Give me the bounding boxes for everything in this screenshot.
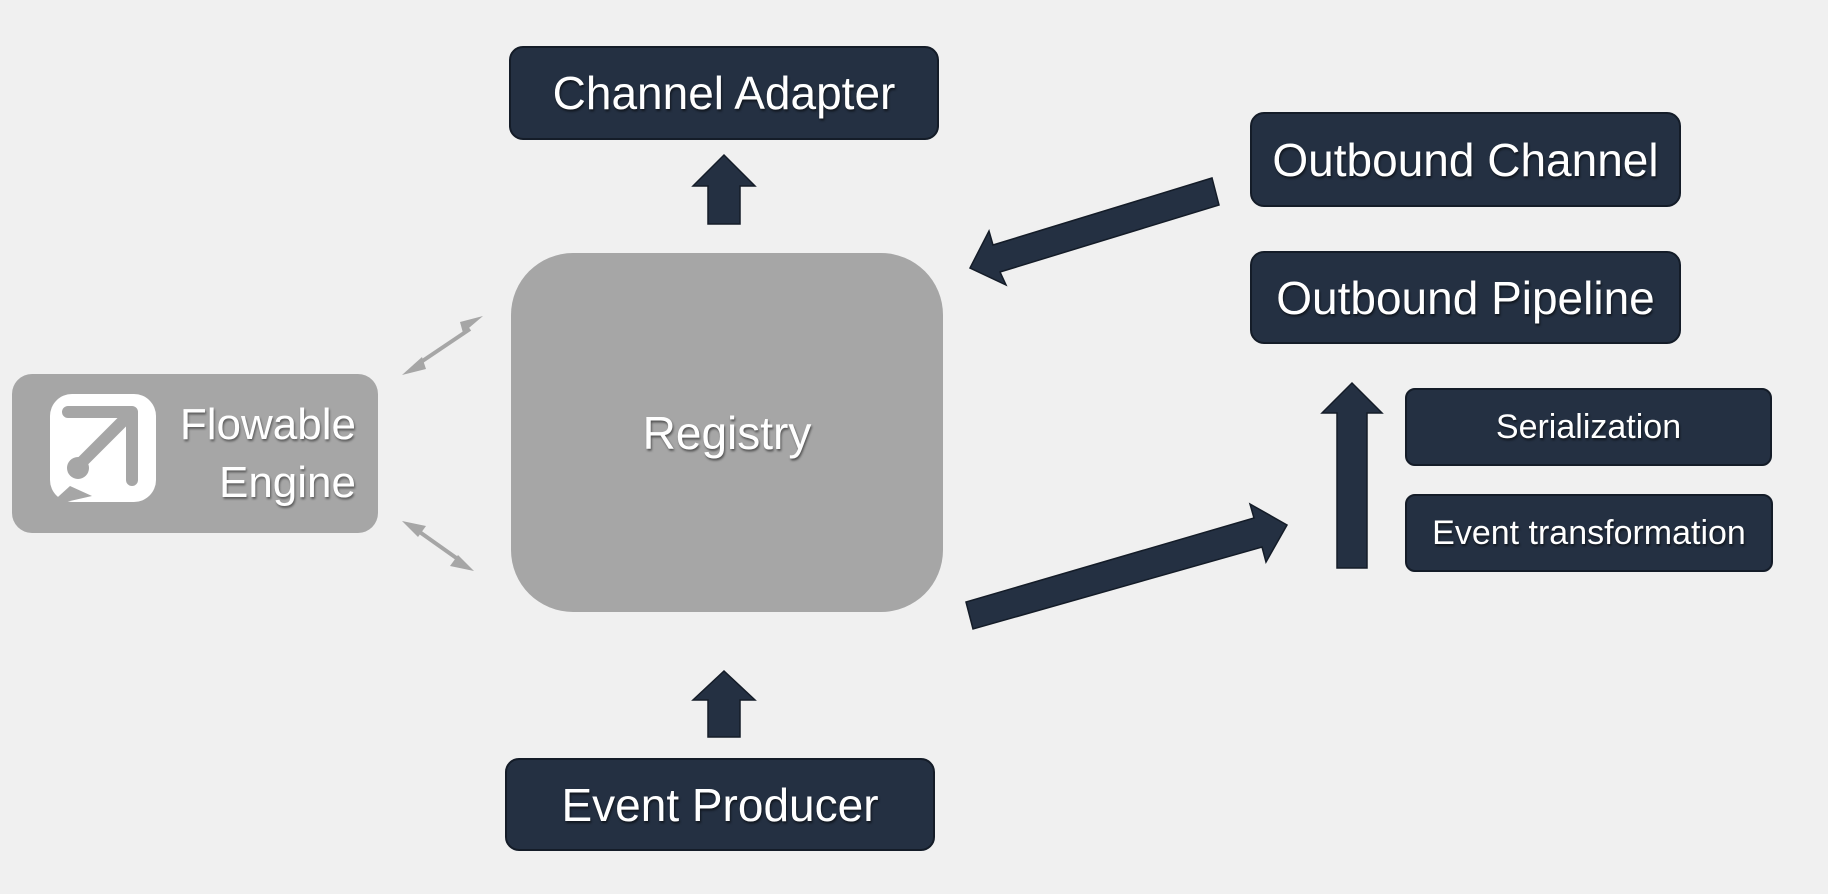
flowable-engine-box: Flowable Engine [12, 374, 378, 533]
double-arrow-engine-registry-upper [402, 316, 483, 375]
arrow-registry-to-outbound [965, 502, 1289, 630]
registry-label: Registry [642, 406, 812, 459]
outbound-channel-box: Outbound Channel [1250, 112, 1681, 207]
outbound-pipeline-label: Outbound Pipeline [1276, 271, 1655, 324]
registry-box: Registry [511, 253, 943, 612]
flowable-engine-line2: Engine [218, 458, 356, 507]
event-transformation-label: Event transformation [1432, 513, 1746, 552]
flowable-engine-line1: Flowable [179, 400, 356, 449]
serialization-box: Serialization [1405, 388, 1772, 466]
flowable-engine-label: Flowable Engine [180, 396, 356, 512]
outbound-channel-label: Outbound Channel [1272, 133, 1659, 186]
arrow-event-producer-to-registry [691, 669, 757, 738]
event-producer-label: Event Producer [561, 778, 879, 831]
channel-adapter-label: Channel Adapter [552, 67, 896, 119]
flowable-logo-icon [48, 394, 156, 506]
outbound-pipeline-box: Outbound Pipeline [1250, 251, 1681, 344]
arrow-registry-to-channel-adapter [691, 153, 757, 225]
event-producer-box: Event Producer [505, 758, 935, 851]
arrow-outbound-channel-to-registry [968, 177, 1220, 287]
double-arrow-engine-registry-lower [402, 521, 474, 571]
arrow-stack-to-outbound-pipeline [1320, 381, 1384, 569]
channel-adapter-box: Channel Adapter [509, 46, 939, 140]
event-transformation-box: Event transformation [1405, 494, 1773, 572]
serialization-label: Serialization [1495, 407, 1682, 446]
